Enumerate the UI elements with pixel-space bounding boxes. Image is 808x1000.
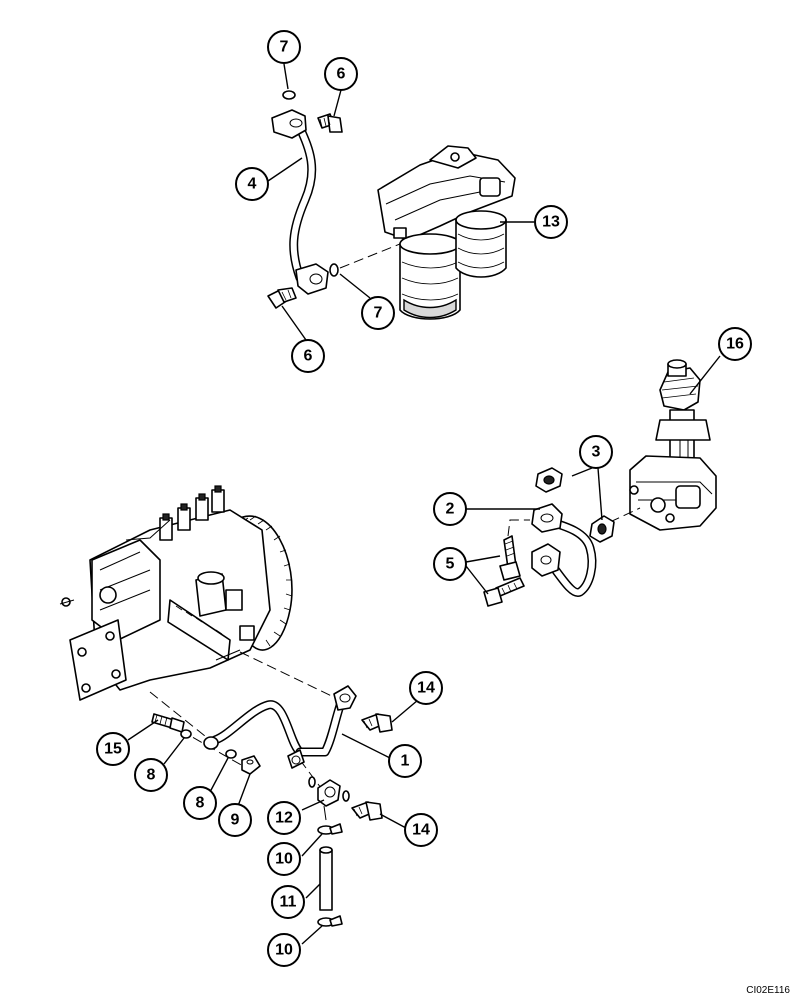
callout-9: 9 <box>218 803 252 837</box>
alignment-line-pump <box>609 507 641 523</box>
washer-14 <box>342 790 350 802</box>
callout-label: 15 <box>104 741 122 758</box>
callout-15: 15 <box>96 732 130 766</box>
oil-pump <box>629 359 717 531</box>
bolt-pipe-lower <box>483 577 525 607</box>
fitting-15 <box>151 713 185 733</box>
bolt-pipe-upper <box>499 535 521 581</box>
callout-label: 12 <box>275 810 293 827</box>
callout-7-upper: 7 <box>267 30 301 64</box>
callout-label: 6 <box>337 66 346 83</box>
cap-nut-9 <box>241 755 261 775</box>
hose-clamp-upper <box>317 823 343 835</box>
callout-10-upper: 10 <box>267 842 301 876</box>
washer-lower <box>329 263 339 277</box>
washer-8b <box>225 749 237 759</box>
callout-14-upper: 14 <box>409 671 443 705</box>
figure-code: CI02E116 <box>746 985 790 996</box>
washer-12 <box>308 776 316 788</box>
alignment-line-filter <box>339 239 411 269</box>
oil-pipe-pump <box>531 503 597 597</box>
bolt-lower <box>267 287 297 309</box>
callout-label: 16 <box>726 336 744 353</box>
callout-label: 5 <box>446 556 455 573</box>
callout-16: 16 <box>718 327 752 361</box>
callout-3: 3 <box>579 435 613 469</box>
callout-label: 10 <box>275 942 293 959</box>
fuel-filter-assembly <box>377 145 516 320</box>
feed-pipe <box>210 685 357 769</box>
callout-label: 10 <box>275 851 293 868</box>
callout-label: 8 <box>147 767 156 784</box>
callout-11: 11 <box>271 885 305 919</box>
gasket-side <box>589 515 615 543</box>
oil-pipe-upper <box>271 109 329 295</box>
injection-pump <box>59 485 293 701</box>
callout-label: 9 <box>231 812 240 829</box>
callout-10-lower: 10 <box>267 933 301 967</box>
callout-6-lower: 6 <box>291 339 325 373</box>
alignment-line-feed-3 <box>179 729 251 771</box>
callout-13: 13 <box>534 205 568 239</box>
banjo-fitting-12 <box>317 779 341 821</box>
callout-label: 14 <box>412 822 430 839</box>
callout-label: 3 <box>592 444 601 461</box>
bolt-14-upper <box>361 713 393 733</box>
alignment-line-bolt <box>507 519 530 537</box>
gasket-upper <box>535 467 563 493</box>
callout-label: 4 <box>248 176 257 193</box>
callout-6-upper: 6 <box>324 57 358 91</box>
callout-8-b: 8 <box>183 786 217 820</box>
hose-11 <box>319 846 333 911</box>
callout-label: 13 <box>542 214 560 231</box>
callout-label: 1 <box>401 753 410 770</box>
callout-label: 14 <box>417 680 435 697</box>
nut-fitting <box>203 736 219 750</box>
callout-5: 5 <box>433 547 467 581</box>
callout-label: 7 <box>280 39 289 56</box>
leader-lines <box>127 63 721 945</box>
callout-4: 4 <box>235 167 269 201</box>
callout-2: 2 <box>433 492 467 526</box>
callout-8-a: 8 <box>134 758 168 792</box>
callout-label: 11 <box>280 894 297 911</box>
callout-label: 8 <box>196 795 205 812</box>
callout-1: 1 <box>388 744 422 778</box>
callout-label: 7 <box>374 305 383 322</box>
callout-12: 12 <box>267 801 301 835</box>
washer-upper <box>282 90 296 100</box>
alignment-line-feed-2 <box>239 651 341 701</box>
bolt-14-lower <box>351 801 383 821</box>
callout-14-lower: 14 <box>404 813 438 847</box>
callout-label: 6 <box>304 348 313 365</box>
bolt-upper <box>317 113 343 133</box>
alignment-line-feed-1 <box>149 691 211 741</box>
hose-clamp-lower <box>317 915 343 927</box>
callout-label: 2 <box>446 501 455 518</box>
washer-8a <box>180 729 192 739</box>
callout-7-lower: 7 <box>361 296 395 330</box>
